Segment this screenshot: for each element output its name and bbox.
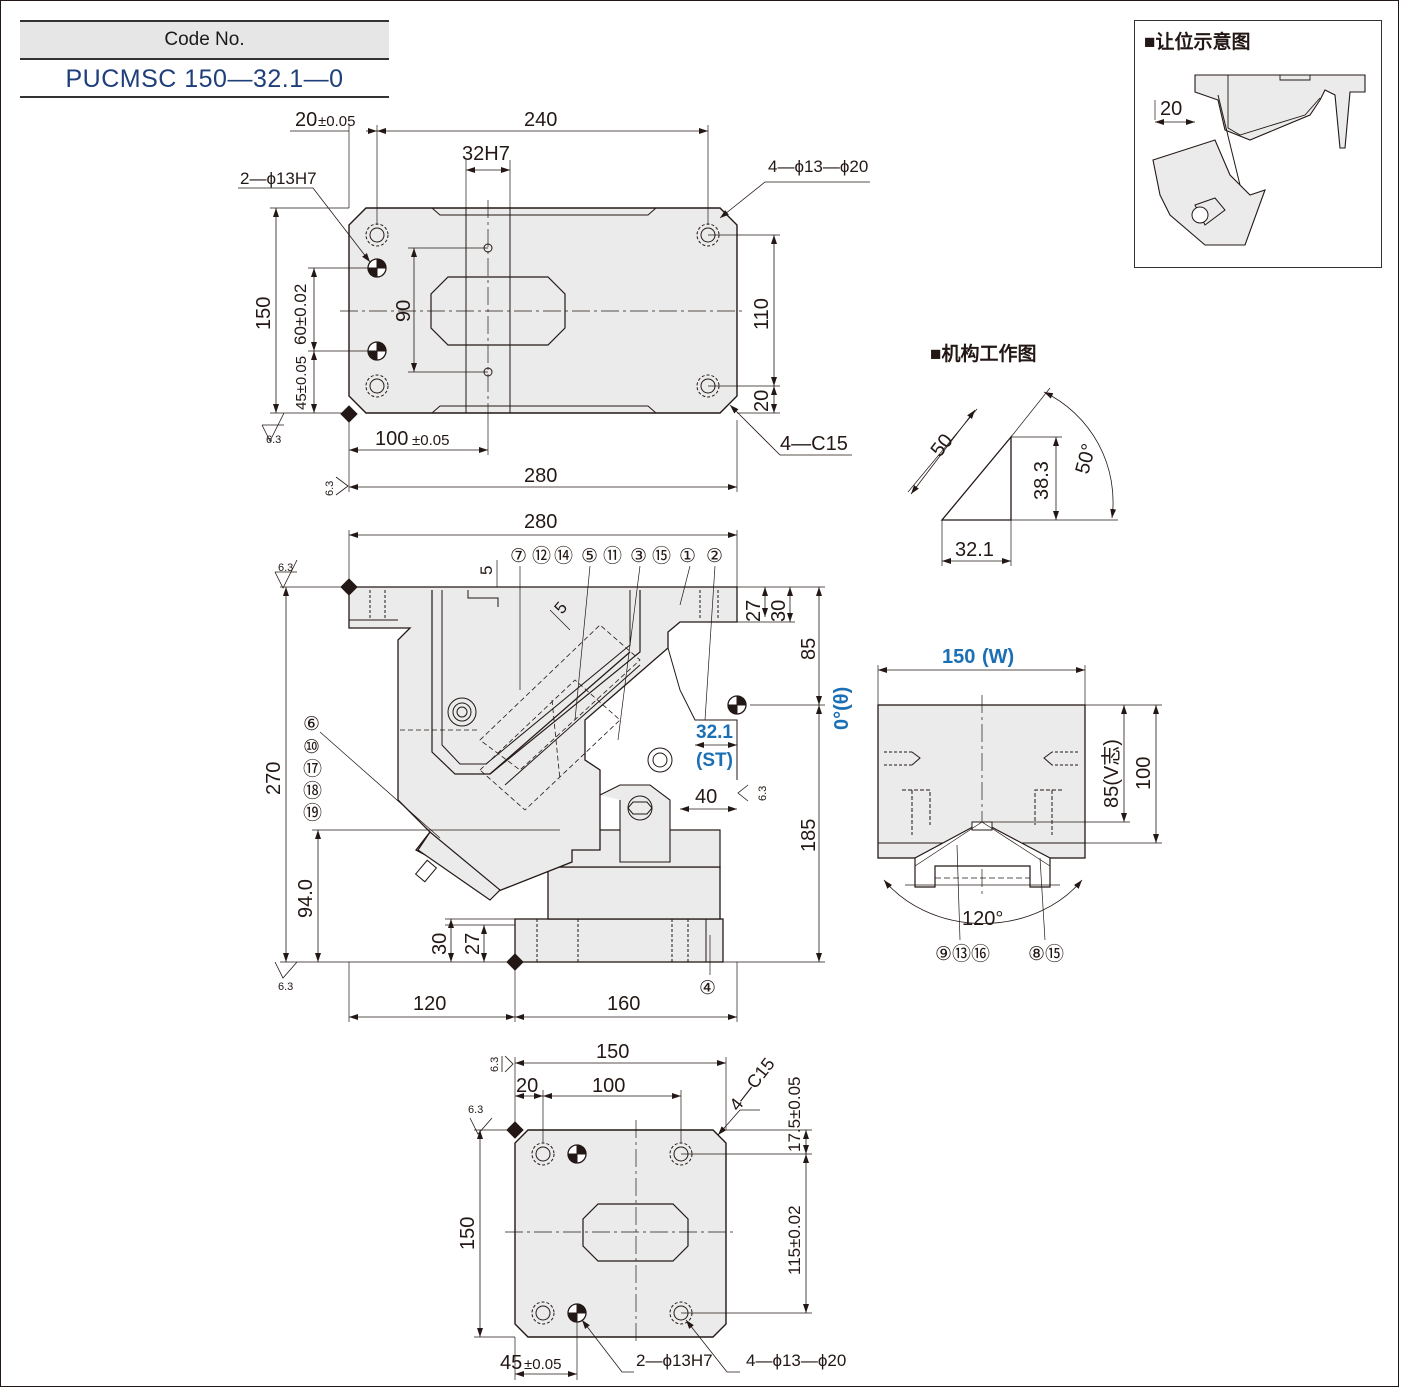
top-dim-60: 60±0.02 — [291, 284, 310, 345]
front-roughness-top: 6.3 — [278, 562, 293, 574]
top-dim-90: 90 — [393, 300, 415, 322]
bottom-dim-17: 17.5±0.05 — [785, 1076, 804, 1152]
front-dim-27b: 27 — [462, 933, 484, 955]
front-dim-185: 185 — [798, 819, 820, 852]
front-view — [274, 530, 825, 1022]
side-angle: 120° — [962, 908, 1003, 930]
side-view — [877, 665, 1162, 941]
mechanism-dim-38: 38.3 — [1031, 461, 1053, 500]
top-dim-45: 45±0.05 — [293, 356, 310, 410]
inset-sketch — [1152, 74, 1366, 246]
clearance-diagram-inset — [1134, 20, 1382, 268]
front-part-11: ⑪ — [603, 545, 622, 567]
bottom-view — [469, 1055, 812, 1380]
code-number-label: Code No. — [20, 20, 389, 60]
front-st-value: 32.1 — [696, 722, 733, 743]
inset-title: ■让位示意图 — [1144, 30, 1250, 53]
bottom-dim-150: 150 — [596, 1041, 629, 1063]
bottom-dim-20: 20 — [516, 1075, 538, 1097]
bottom-dim-100: 100 — [592, 1075, 625, 1097]
front-part-4: ④ — [699, 978, 716, 999]
mechanism-triangle — [940, 435, 1012, 521]
side-dim-100: 100 — [1133, 757, 1155, 790]
front-part-5: ⑤ — [581, 546, 598, 567]
top-roughness-a: 6.3 — [266, 434, 281, 446]
bottom-center-window — [582, 1203, 689, 1262]
top-dim-32h7: 32H7 — [462, 143, 510, 165]
front-part-19: ⑲ — [303, 802, 322, 824]
top-tol-100: ±0.05 — [412, 432, 449, 449]
bottom-chamfer-label: 4—C15 — [725, 1054, 778, 1114]
mechanism-dim-32: 32.1 — [955, 539, 994, 561]
front-part-18: ⑱ — [303, 780, 322, 802]
front-part-3: ③ — [630, 546, 647, 567]
front-dim-40: 40 — [695, 786, 717, 808]
top-tol-20: ±0.05 — [318, 113, 355, 130]
front-dim-30b: 30 — [429, 933, 451, 955]
front-part-10: ⑩ — [303, 737, 320, 758]
bottom-roughness-a: 6.3 — [489, 1057, 501, 1072]
front-base-block — [514, 918, 724, 963]
side-parts-a: ⑨⑬⑯ — [935, 943, 990, 965]
front-dim-160: 160 — [607, 993, 640, 1015]
code-number-value: PUCMSC 150—32.1—0 — [20, 60, 389, 98]
top-dim-20b: 20 — [751, 390, 773, 412]
front-dim-280: 280 — [524, 511, 557, 533]
front-part-15: ⑮ — [652, 545, 671, 567]
side-dim-85: 85(V志) — [1100, 739, 1123, 808]
front-part-14: ⑭ — [554, 545, 573, 567]
bottom-roughness-b: 6.3 — [468, 1104, 483, 1116]
mechanism-diagram — [907, 387, 1118, 566]
front-part-7: ⑦ — [510, 546, 527, 567]
top-dim-150: 150 — [253, 297, 275, 330]
front-part-6: ⑥ — [303, 714, 320, 735]
bottom-dim-45: 45 — [500, 1352, 522, 1374]
bottom-plate-outline — [514, 1129, 727, 1338]
front-dim-94: 94.0 — [295, 879, 317, 918]
bottom-dim-115: 115±0.02 — [785, 1205, 804, 1275]
top-roughness-b: 6.3 — [324, 481, 336, 496]
front-dim-30: 30 — [768, 600, 790, 622]
front-st-label: (ST) — [696, 750, 733, 771]
top-center-window — [430, 276, 566, 346]
bottom-tol-45: ±0.05 — [524, 1356, 561, 1373]
side-v-block — [914, 821, 1051, 888]
front-part-12: ⑫ — [532, 545, 551, 567]
side-width-label: (W) — [982, 646, 1014, 668]
front-dim-270: 270 — [263, 762, 285, 795]
front-upper-body — [348, 586, 738, 893]
inset-dim-20: 20 — [1160, 98, 1182, 120]
bottom-dim-150v: 150 — [457, 1217, 479, 1250]
front-angle-label: 0°(θ) — [831, 687, 853, 730]
front-part-2: ② — [706, 546, 723, 567]
top-dim-280: 280 — [524, 465, 557, 487]
mechanism-angle: 50° — [1072, 441, 1101, 476]
top-hole-2-label: 2—ϕ13H7 — [240, 169, 317, 188]
bottom-hole-4-label: 4—ϕ13—ϕ20 — [746, 1351, 846, 1370]
top-chamfer-label: 4—C15 — [780, 433, 848, 455]
front-part-17: ⑰ — [303, 758, 322, 780]
mechanism-dim-50: 50 — [927, 430, 958, 461]
top-view — [238, 125, 870, 496]
front-dim-27: 27 — [743, 600, 765, 622]
bottom-hole-2-label: 2—ϕ13H7 — [636, 1351, 713, 1370]
top-dim-240: 240 — [524, 109, 557, 131]
top-hole-4-label: 4—ϕ13—ϕ20 — [768, 157, 868, 176]
front-roughness-bottom: 6.3 — [278, 981, 293, 993]
code-number-box: Code No. PUCMSC 150—32.1—0 — [20, 20, 389, 98]
top-dim-20: 20 — [295, 109, 317, 131]
top-dim-100: 100 — [375, 428, 408, 450]
side-parts-b: ⑧⑮ — [1028, 943, 1064, 965]
front-dim-120: 120 — [413, 993, 446, 1015]
front-dim-5: 5 — [477, 566, 496, 575]
front-part-1: ① — [679, 546, 696, 567]
front-dim-85: 85 — [798, 638, 820, 660]
top-dim-110: 110 — [751, 298, 773, 330]
mechanism-title: ■机构工作图 — [930, 342, 1036, 365]
side-width-value: 150 — [942, 646, 975, 668]
front-roughness-right: 6.3 — [757, 786, 769, 801]
